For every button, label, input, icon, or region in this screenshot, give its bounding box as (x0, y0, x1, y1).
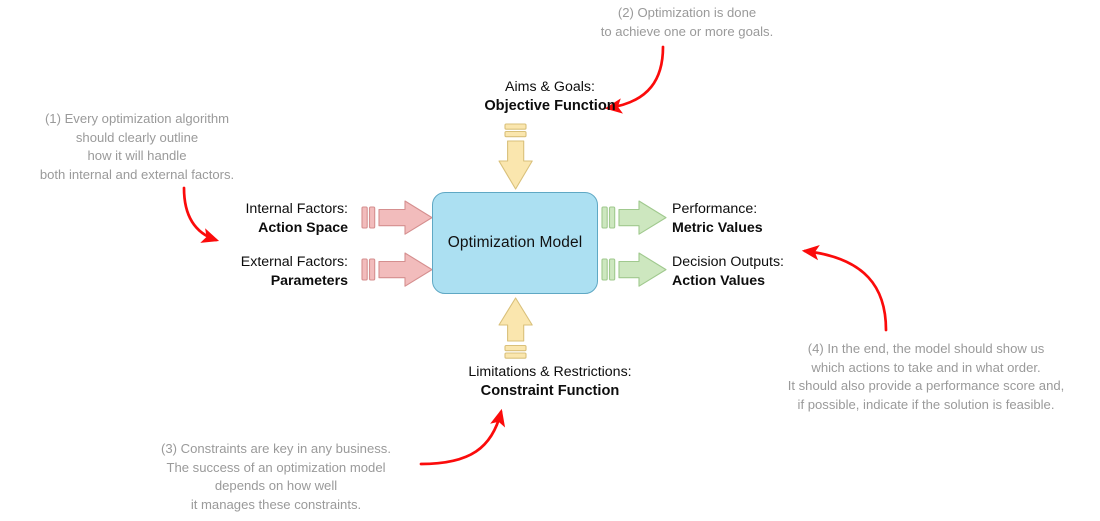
label-external-factors: External Factors: Parameters (241, 253, 348, 290)
output-arrow-performance (601, 200, 667, 235)
label-performance-value: Metric Values (672, 219, 763, 236)
annotation-4-text: (4) In the end, the model should show us… (787, 341, 1065, 412)
input-arrow-objective-function (498, 123, 533, 190)
label-external-factors-caption: External Factors: (240, 254, 348, 270)
label-objective-function-value: Objective Function (484, 97, 616, 114)
label-decision-outputs-caption: Decision Outputs: (672, 254, 784, 270)
annotation-1-text: (1) Every optimization algorithm should … (39, 111, 235, 182)
optimization-model-box: Optimization Model (432, 192, 598, 294)
label-decision-outputs: Decision Outputs: Action Values (672, 253, 784, 290)
label-objective-function-caption: Aims & Goals: (505, 79, 595, 95)
label-constraint-function-value: Constraint Function (480, 382, 620, 399)
output-arrow-decision-outputs (601, 252, 667, 287)
label-constraint-function: Limitations & Restrictions: Constraint F… (0, 363, 1100, 401)
label-internal-factors-value: Action Space (258, 219, 348, 236)
label-performance-caption: Performance: (672, 201, 758, 217)
label-constraint-function-caption: Limitations & Restrictions: (468, 364, 632, 380)
annotation-3-text: (3) Constraints are key in any business.… (161, 441, 391, 512)
label-performance: Performance: Metric Values (672, 200, 763, 237)
label-objective-function: Aims & Goals: Objective Function (0, 78, 1100, 116)
annotation-2-text: (2) Optimization is done to achieve one … (600, 5, 774, 39)
annotation-1-pointer-arrow (182, 186, 220, 243)
input-arrow-constraint-function (498, 297, 533, 359)
label-decision-outputs-value: Action Values (672, 272, 766, 289)
label-external-factors-value: Parameters (270, 272, 348, 289)
label-internal-factors: Internal Factors: Action Space (245, 200, 348, 237)
label-internal-factors-caption: Internal Factors: (245, 201, 348, 217)
input-arrow-external-factors (361, 252, 433, 287)
annotation-4-pointer-arrow (801, 244, 888, 332)
optimization-model-label: Optimization Model (447, 234, 583, 251)
input-arrow-internal-factors (361, 200, 433, 235)
